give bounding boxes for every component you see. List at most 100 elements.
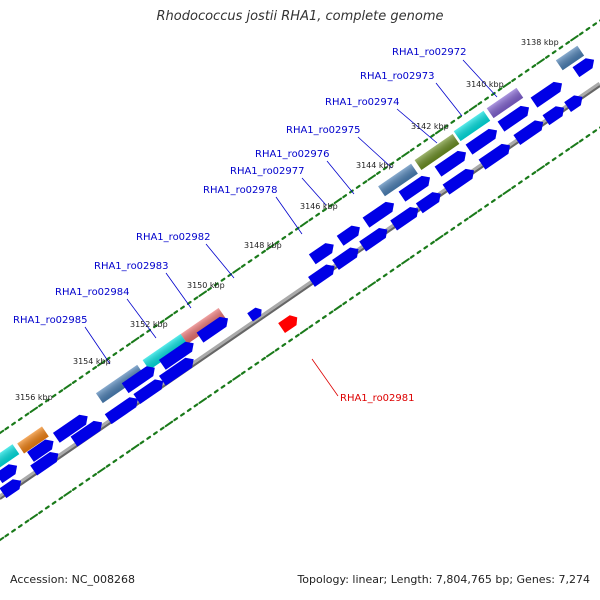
gene-arrow[interactable] — [27, 436, 57, 462]
ruler-tick — [524, 68, 530, 73]
ruler-tick — [207, 287, 212, 292]
gene-arrow[interactable] — [247, 305, 264, 322]
gene-label[interactable]: RHA1_ro02985 — [13, 315, 88, 326]
gene-arrow[interactable] — [359, 225, 391, 252]
gene-arrow[interactable] — [308, 261, 338, 287]
feature-block[interactable] — [453, 110, 491, 142]
gene-arrow[interactable] — [434, 147, 470, 177]
gene-label[interactable]: RHA1_ro02972 — [392, 47, 467, 58]
ruler-tick — [261, 356, 266, 361]
ruler-tick — [333, 197, 343, 205]
gene-arrow[interactable] — [104, 394, 141, 425]
gene-label[interactable]: RHA1_ro02984 — [55, 287, 130, 298]
ruler-tick — [463, 110, 469, 115]
leader-line — [435, 82, 463, 117]
scale-tick-labels: 3138 kbp 3140 kbp 3142 kbp 3144 kbp 3146… — [15, 38, 559, 402]
scale-tick-label: 3138 kbp — [521, 38, 559, 47]
ruler-tick — [502, 188, 512, 195]
gene-label-highlighted[interactable]: RHA1_ro02981 — [340, 393, 415, 404]
feature-track — [0, 45, 585, 468]
gene-arrow[interactable] — [70, 417, 106, 447]
ruler-tick — [153, 431, 158, 436]
ruler-tick — [71, 379, 77, 384]
ruler-tick — [119, 454, 125, 459]
ruler-tick — [468, 211, 478, 219]
ruler-tick — [544, 54, 550, 59]
leader-line — [311, 358, 339, 397]
ruler-tick — [85, 477, 91, 482]
ruler-tick — [376, 170, 381, 175]
gene-arrow[interactable] — [530, 78, 566, 108]
feature-block[interactable] — [414, 134, 460, 170]
ruler-tick — [497, 87, 503, 92]
ruler-tick — [281, 235, 287, 240]
ruler-tick — [0, 429, 5, 435]
gene-arrow[interactable] — [0, 476, 24, 499]
scale-tick-label: 3140 kbp — [466, 80, 504, 89]
gene-arrow[interactable] — [133, 376, 166, 405]
gene-arrow[interactable] — [542, 103, 568, 126]
gene-arrow[interactable] — [30, 449, 62, 476]
feature-block[interactable] — [555, 45, 585, 71]
ruler-tick — [112, 459, 118, 464]
ruler-tick — [389, 161, 395, 166]
gene-label[interactable]: RHA1_ro02975 — [286, 125, 361, 136]
ruler-tick — [517, 73, 523, 78]
ruler-tick — [585, 133, 591, 138]
ruler-tick — [92, 365, 98, 370]
ruler-tick — [517, 180, 523, 185]
gene-arrow[interactable] — [442, 165, 478, 195]
ruler-tick — [342, 194, 348, 199]
gene-arrow[interactable] — [497, 102, 533, 132]
ruler-tick — [463, 217, 469, 222]
gene-arrow[interactable] — [564, 92, 586, 113]
gene-arrow[interactable] — [332, 244, 362, 270]
ruler-tick — [11, 421, 16, 426]
gene-label[interactable]: RHA1_ro02977 — [230, 166, 305, 177]
ruler-tick — [119, 347, 125, 352]
feature-block[interactable] — [486, 87, 524, 119]
gene-labels: RHA1_ro02972 RHA1_ro02973 RHA1_ro02974 R… — [13, 47, 467, 404]
gene-arrow[interactable] — [513, 117, 546, 146]
ruler-tick — [328, 203, 334, 208]
gene-arrow[interactable] — [415, 189, 444, 214]
gene-arrow[interactable] — [572, 55, 598, 78]
gene-arrow[interactable] — [158, 354, 197, 386]
gene-label[interactable]: RHA1_ro02982 — [136, 232, 211, 243]
feature-block[interactable] — [378, 163, 418, 197]
ruler-tick — [450, 226, 456, 231]
scale-tick-label: 3154 kbp — [73, 357, 111, 366]
gene-arrow[interactable] — [158, 338, 197, 370]
gene-arrow[interactable] — [390, 204, 422, 231]
ruler-tick — [254, 361, 260, 366]
ruler-tick — [29, 406, 39, 414]
ruler-tick — [44, 505, 50, 510]
ruler-tick — [213, 282, 219, 287]
gene-label[interactable]: RHA1_ro02976 — [255, 149, 330, 160]
feature-block[interactable] — [95, 364, 145, 404]
leader-line — [205, 243, 235, 279]
gene-arrow[interactable] — [465, 125, 501, 155]
gene-label[interactable]: RHA1_ro02973 — [360, 71, 435, 82]
gene-arrow[interactable] — [478, 140, 514, 170]
gene-arrow[interactable] — [0, 461, 20, 484]
gene-arrow[interactable] — [308, 240, 337, 265]
gene-arrow[interactable] — [52, 411, 91, 443]
gene-label[interactable]: RHA1_ro02974 — [325, 97, 400, 108]
gene-arrow[interactable] — [398, 172, 434, 202]
gene-arrow[interactable] — [336, 222, 364, 246]
feature-block[interactable] — [0, 444, 20, 468]
feature-block[interactable] — [17, 426, 49, 454]
feature-block[interactable] — [180, 308, 226, 344]
gene-arrow[interactable] — [121, 363, 158, 394]
gene-label[interactable]: RHA1_ro02983 — [94, 261, 169, 272]
highlighted-gene-arrow[interactable] — [278, 312, 300, 334]
gene-arrow[interactable] — [362, 198, 398, 228]
ruler-tick — [544, 161, 550, 166]
feature-block[interactable] — [142, 334, 188, 370]
scale-tick-label: 3148 kbp — [244, 241, 282, 250]
gene-label[interactable]: RHA1_ro02978 — [203, 185, 278, 196]
ruler-tick — [85, 370, 91, 375]
gene-arrow[interactable] — [196, 313, 232, 343]
ruler-tick — [367, 281, 376, 288]
